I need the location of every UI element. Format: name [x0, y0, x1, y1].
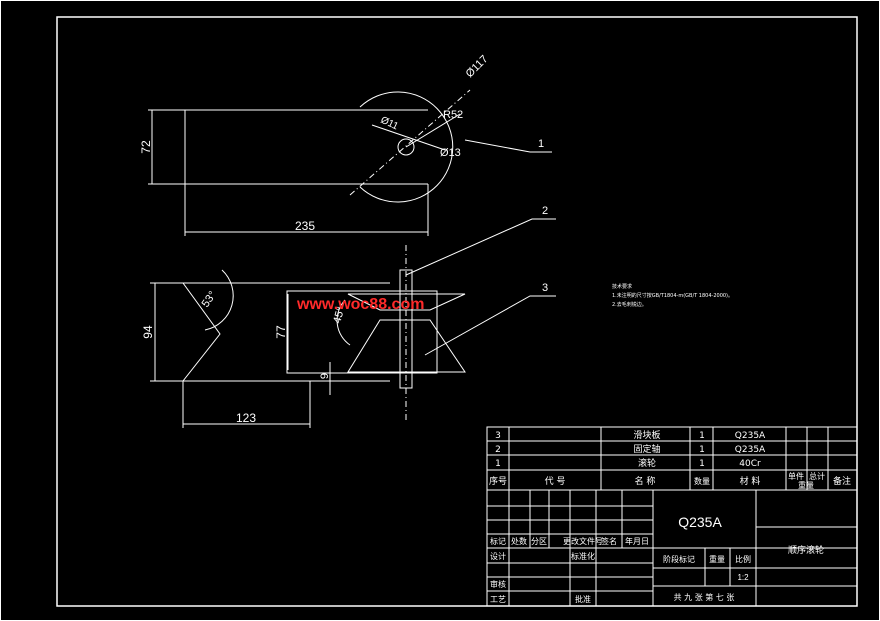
- dim-width-123: 123: [236, 411, 256, 425]
- scale-value: 1:2: [737, 573, 749, 582]
- check-label: 审核: [490, 579, 506, 589]
- bom-row-material: Q235A: [735, 431, 766, 441]
- tech-notes: 技术要求 1.未注明的尺寸按GB/T1804-m(GB/T 1804-2000)…: [612, 283, 733, 308]
- stage-mark-label: 阶段标记: [663, 554, 695, 564]
- inner-border: [56, 16, 858, 607]
- design-label: 设计: [490, 551, 506, 561]
- process-label: 工艺: [490, 595, 506, 604]
- angle-arc-left: [204, 269, 234, 331]
- leader-2-line: [405, 218, 556, 276]
- dim-radius: R52: [443, 109, 463, 121]
- tech-notes-line2: 2.去毛刺锐边。: [612, 301, 647, 308]
- watermark-text: www.woc88.com: [296, 296, 424, 313]
- title-block-text: Q235A 顺序滚轮 标记 处数 分区 更改文件号 签名 年月日 设计 标准化 …: [490, 514, 824, 604]
- dim-height-72: 72: [139, 140, 153, 154]
- bom-row-material: Q235A: [735, 445, 766, 455]
- bom-row-qty: 1: [699, 459, 705, 469]
- bom-row: 1 滚轮 1 40Cr: [495, 457, 761, 469]
- bom-row-no: 2: [495, 445, 501, 455]
- rev-date: 年月日: [625, 536, 649, 546]
- leader-2-label: 2: [542, 205, 548, 217]
- bom-header-total-weight: 总计: [809, 471, 825, 481]
- hole-dim-line: [371, 124, 446, 151]
- drawing-name: 顺序滚轮: [788, 544, 824, 556]
- tech-notes-title: 技术要求: [612, 283, 632, 290]
- rev-change-doc: 更改文件号: [563, 536, 603, 546]
- rev-mark: 标记: [490, 536, 506, 546]
- radius-line: [405, 113, 461, 148]
- front-view: 53° 45° 94 77 9 123 2 3: [141, 205, 556, 428]
- standardize-label: 标准化: [571, 551, 595, 561]
- bom-row: 3 滑块板 1 Q235A: [495, 429, 766, 441]
- tech-notes-line1: 1.未注明的尺寸按GB/T1804-m(GB/T 1804-2000)。: [612, 292, 733, 299]
- dim-height-77: 77: [274, 325, 288, 339]
- bom-row-name: 滚轮: [638, 457, 656, 469]
- material-label: Q235A: [678, 514, 722, 530]
- bom-row-no: 1: [495, 459, 501, 469]
- dim-width-235: 235: [295, 219, 315, 233]
- leader-3-label: 3: [542, 282, 548, 294]
- bom-header-unit-weight: 单件: [788, 471, 804, 481]
- approve-label: 批准: [575, 594, 591, 604]
- dim-inner-dia: Ø11: [379, 115, 401, 133]
- bom-row-name: 滑块板: [633, 429, 660, 441]
- bom-header-qty: 数量: [694, 476, 710, 486]
- dim-outer-dia: Ø117: [464, 53, 491, 80]
- top-view: 72 235 Ø117 Ø11 Ø13 R52 1: [139, 53, 552, 236]
- rev-count: 处数: [511, 536, 527, 546]
- leader-1-line: [464, 139, 552, 153]
- bom-header-code: 代 号: [545, 476, 566, 487]
- dim-angle-right: 45°: [331, 306, 347, 325]
- bom-header-weight: 重量: [798, 480, 814, 490]
- bom-table: 3 滑块板 1 Q235A 2 固定轴 1 Q235A 1 滚轮 1 40Cr …: [489, 429, 851, 490]
- bom-header-no: 序号: [489, 475, 507, 487]
- scale-label: 比例: [735, 554, 751, 564]
- bom-row-material: 40Cr: [739, 459, 761, 469]
- bom-row-qty: 1: [699, 431, 705, 441]
- bom-row-no: 3: [495, 431, 501, 441]
- bom-header-material: 材 料: [740, 475, 761, 487]
- leader-3-line: [424, 295, 556, 356]
- title-block: [486, 426, 858, 607]
- rev-sign: 签名: [601, 536, 617, 546]
- dim-thickness-9: 9: [319, 373, 331, 379]
- sheet-count: 共 九 张 第 七 张: [674, 592, 735, 602]
- leader-1-label: 1: [538, 138, 544, 150]
- bom-header-remark: 备注: [833, 475, 851, 487]
- bom-row-name: 固定轴: [633, 443, 660, 455]
- plate-outline: [184, 109, 428, 185]
- bom-header-name: 名 称: [635, 475, 656, 487]
- roller-circle: [359, 91, 454, 203]
- roller-housing: [286, 290, 438, 374]
- v-plate-outline: [181, 282, 390, 382]
- dim-hole-dia: Ø13: [440, 147, 461, 159]
- weight-label: 重量: [709, 554, 725, 564]
- diameter-line: [349, 89, 471, 196]
- angle-arc-right: [336, 299, 351, 346]
- dim-angle-left: 53°: [200, 289, 219, 310]
- center-hole: [397, 138, 415, 156]
- dim-height-94: 94: [141, 325, 155, 339]
- bom-row: 2 固定轴 1 Q235A: [495, 443, 766, 455]
- bom-row-qty: 1: [699, 445, 705, 455]
- rev-zone: 分区: [531, 537, 547, 546]
